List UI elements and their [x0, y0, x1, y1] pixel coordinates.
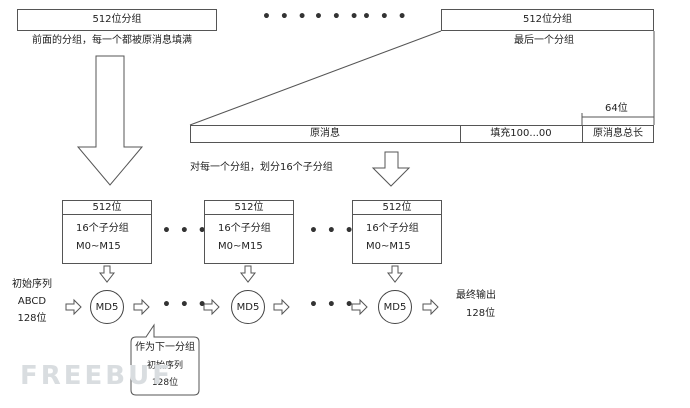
right-group-label: 512位分组: [522, 14, 573, 25]
callout-line2: 初始序列: [146, 361, 183, 371]
freebuf-watermark: FREEBUF: [20, 361, 173, 391]
subblock-3: [352, 200, 442, 264]
md5-circle-1: MD5: [90, 290, 124, 324]
size-64-label: 64位: [605, 103, 628, 114]
mid-dots-2: • • •: [309, 223, 356, 239]
subblock-1-line2: M0~M15: [76, 241, 121, 252]
right-arrow-b: [203, 298, 220, 316]
mid-dots-1: • • •: [162, 223, 209, 239]
subblock-1-head: 512位: [92, 202, 122, 213]
bar-divider-1: [460, 125, 461, 143]
low-dots-2: • • •: [309, 297, 356, 313]
last-block-bar: [190, 125, 654, 143]
subblock-2-head: 512位: [234, 202, 264, 213]
init-line3: 128位: [17, 313, 47, 324]
subblock-3-line2: M0~M15: [366, 241, 411, 252]
subblock-3-divider: [352, 214, 442, 215]
callout-line3: 128位: [151, 378, 179, 388]
output-line1: 最终输出: [456, 290, 496, 301]
callout-bubble: [130, 323, 200, 396]
init-line1: 初始序列: [12, 279, 52, 290]
subblock-2: [204, 200, 294, 264]
down-arrow-3: [386, 265, 404, 283]
split-caption: 对每一个分组，划分16个子分组: [190, 162, 333, 173]
md5-circle-3: MD5: [378, 290, 412, 324]
expand-line-left: [189, 30, 442, 126]
subblock-1: [62, 200, 152, 264]
subblock-2-line2: M0~M15: [218, 241, 263, 252]
subblock-3-line1: 16个子分组: [366, 223, 419, 234]
output-line2: 128位: [466, 308, 496, 319]
split-down-arrow: [371, 151, 411, 187]
right-group-box: [441, 9, 654, 31]
left-group-label: 512位分组: [92, 14, 142, 25]
right-arrow-a: [133, 298, 150, 316]
left-group-desc: 前面的分组，每一个都被原消息填满: [32, 35, 192, 46]
subblock-1-divider: [62, 214, 152, 215]
right-arrow-d: [351, 298, 368, 316]
left-group-box: [17, 9, 217, 31]
low-dots-1: • • •: [162, 297, 209, 313]
subblock-3-head: 512位: [382, 202, 412, 213]
down-arrow-1: [98, 265, 116, 283]
init-line2: ABCD: [17, 296, 47, 307]
right-arrow-out: [422, 298, 439, 316]
top-dots-1: • • •: [262, 9, 309, 25]
right-group-desc: 最后一个分组: [514, 35, 574, 46]
orig-msg-segment: 原消息: [310, 128, 340, 139]
subblock-1-line1: 16个子分组: [76, 223, 129, 234]
bar-divider-2: [582, 125, 583, 143]
right-arrow-init: [65, 298, 82, 316]
subblock-2-divider: [204, 214, 294, 215]
down-arrow-2: [239, 265, 257, 283]
right-arrow-c: [273, 298, 290, 316]
padding-segment: 填充100...00: [490, 128, 552, 139]
subblock-2-line1: 16个子分组: [218, 223, 271, 234]
orig-len-segment: 原消息总长: [593, 128, 643, 139]
top-dots-2: • • •: [314, 9, 361, 25]
big-down-arrow: [76, 55, 144, 186]
md5-circle-2: MD5: [231, 290, 265, 324]
top-dots-3: • • •: [362, 9, 409, 25]
callout-line1: 作为下一分组: [135, 342, 195, 353]
